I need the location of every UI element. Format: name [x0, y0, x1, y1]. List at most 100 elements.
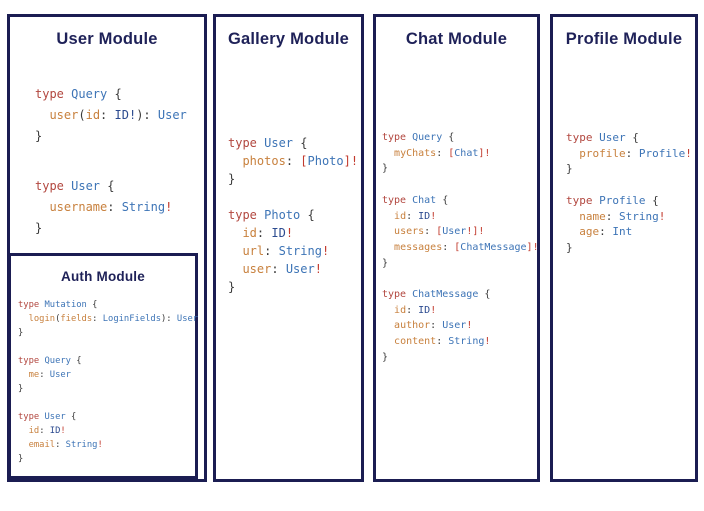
code-token — [18, 426, 29, 436]
code-line: type User { — [18, 410, 198, 424]
code-token: } — [18, 384, 24, 394]
code-token: } — [566, 162, 573, 176]
code-token: type — [228, 208, 265, 222]
code-token: : — [406, 210, 419, 222]
code-token: ! — [685, 146, 692, 160]
auth-module-code-block: type Mutation { login(fields: LoginField… — [18, 298, 198, 466]
code-token: String — [619, 209, 659, 223]
code-token: ID — [49, 426, 61, 436]
code-line: users: [User!]! — [382, 224, 539, 240]
code-line: type User { — [35, 176, 172, 197]
code-line: profile: Profile! — [566, 146, 692, 162]
code-line: user(id: ID!): User — [35, 105, 186, 126]
code-token: author — [394, 320, 431, 332]
code-token: : — [605, 209, 619, 223]
code-token: { — [632, 131, 639, 144]
code-token: ! — [430, 304, 437, 316]
code-line — [382, 177, 539, 193]
code-token: ( — [55, 314, 61, 324]
code-token: ! — [314, 262, 322, 276]
code-token — [228, 226, 242, 240]
code-line: } — [382, 350, 539, 366]
code-token: type — [18, 412, 45, 422]
code-token: id — [394, 304, 407, 316]
code-line: } — [18, 382, 198, 396]
code-token: id — [242, 226, 257, 240]
code-line: email: String! — [18, 438, 198, 452]
code-token: id — [394, 210, 407, 222]
code-token: Chat — [412, 194, 443, 206]
code-line — [382, 271, 539, 287]
code-line: } — [18, 326, 198, 340]
code-token: Mutation — [44, 300, 93, 310]
code-token: ! — [478, 226, 485, 238]
code-line: id: ID! — [382, 209, 539, 225]
code-line: type Query { — [382, 130, 539, 146]
code-token: : — [285, 154, 301, 168]
code-line: type Photo { — [228, 206, 358, 224]
code-token: } — [35, 129, 43, 143]
code-token: email — [28, 440, 56, 450]
code-line: user: User! — [228, 260, 358, 278]
code-token: User — [442, 320, 467, 332]
code-token — [18, 314, 29, 324]
code-line: } — [566, 240, 692, 256]
code-token: url — [242, 244, 265, 258]
code-token: ID — [418, 304, 431, 316]
code-line: } — [228, 278, 358, 296]
code-token: } — [228, 280, 236, 294]
code-token: type — [18, 300, 45, 310]
code-token: LoginFields — [102, 314, 162, 324]
code-token: : — [436, 147, 449, 159]
code-token: String — [65, 440, 98, 450]
user-module-code-query-block: type Query { user(id: ID!): User} — [35, 84, 187, 147]
code-token: : — [424, 226, 437, 238]
code-token: } — [35, 221, 43, 235]
code-token: type — [35, 87, 72, 101]
code-line: type User { — [566, 130, 692, 146]
code-token: : — [107, 200, 122, 214]
chat-module-title: Chat Module — [405, 30, 508, 48]
code-token: } — [382, 351, 389, 363]
code-token: type — [566, 131, 600, 144]
code-token: User — [44, 412, 71, 422]
code-token — [382, 336, 394, 347]
code-token: : — [436, 336, 449, 348]
auth-module-title: Auth Module — [61, 269, 145, 284]
profile-module-code-block: type User { profile: Profile!} type Prof… — [566, 130, 692, 256]
code-line: id: ID! — [18, 424, 198, 438]
code-token — [566, 210, 579, 223]
code-token: ! — [430, 210, 437, 222]
code-token: User — [176, 314, 199, 324]
code-token: id — [85, 108, 101, 122]
code-line — [566, 177, 692, 193]
code-line: messages: [ChatMessage]! — [382, 240, 539, 256]
code-token: { — [92, 300, 98, 310]
code-line: myChats: [Chat]! — [382, 146, 539, 162]
code-line: photos: [Photo]! — [228, 152, 358, 170]
code-line: } — [228, 170, 358, 188]
code-token: User — [599, 131, 633, 144]
code-token: ] — [343, 154, 351, 168]
chat-module-panel: Chat Module type Query { myChats: [Chat]… — [373, 14, 540, 482]
code-token — [382, 242, 394, 253]
code-token: Photo — [307, 154, 344, 168]
code-token: : — [100, 108, 115, 122]
code-token: User — [442, 226, 467, 238]
code-token: String — [278, 244, 322, 258]
code-line: me: User — [18, 368, 198, 382]
user-module-code-user-block: type User { username: String!} — [35, 176, 172, 239]
code-token: type — [382, 132, 413, 143]
code-token: fields — [60, 314, 93, 324]
code-token: ( — [78, 108, 86, 122]
code-token: Chat — [454, 147, 479, 159]
code-token — [382, 148, 394, 159]
code-token: : — [271, 262, 286, 276]
code-token: [ — [436, 226, 443, 238]
code-token: User — [285, 262, 315, 276]
code-token: type — [382, 289, 413, 301]
code-token: : — [39, 370, 50, 380]
code-token: { — [107, 179, 115, 193]
code-token: type — [35, 179, 72, 193]
code-token: Int — [612, 225, 633, 239]
